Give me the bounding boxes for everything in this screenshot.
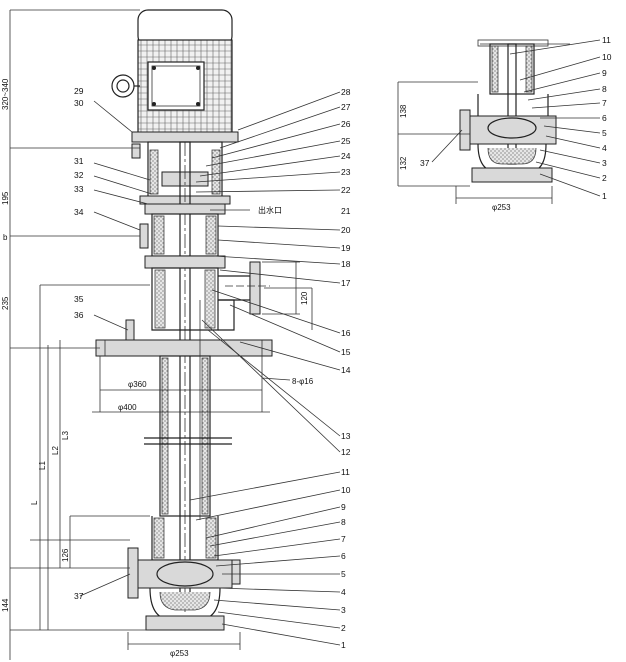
dim-letter-b: b — [3, 233, 8, 242]
dim-126: 126 — [61, 548, 70, 562]
dim-195: 195 — [1, 191, 10, 205]
outlet-dims — [262, 261, 313, 330]
dimension-lines-left — [9, 9, 150, 660]
callout-33: 33 — [74, 184, 84, 194]
callout-2: 2 — [341, 623, 346, 633]
callout-7: 7 — [341, 534, 346, 544]
detail-callout-2: 2 — [602, 173, 607, 183]
callout-23: 23 — [341, 167, 351, 177]
callout-11: 11 — [341, 467, 350, 477]
pump-body — [127, 516, 241, 631]
callout-10: 10 — [341, 485, 351, 495]
callout-12: 12 — [341, 447, 351, 457]
dim-outlet-120: 120 — [300, 291, 309, 305]
dim-flange-400: φ400 — [118, 403, 137, 412]
outlet-annotation: 出水口 — [258, 205, 282, 215]
dim-144: 144 — [1, 598, 10, 612]
seal-housing — [139, 203, 226, 269]
callout-8: 8 — [341, 517, 346, 527]
callout-26: 26 — [341, 119, 351, 129]
callout-21: 21 — [341, 206, 351, 216]
flange-dims — [92, 356, 270, 650]
dim-L2: L2 — [51, 446, 60, 455]
detail-callout-9: 9 — [602, 68, 607, 78]
callout-36: 36 — [74, 310, 84, 320]
dim-flange-360: φ360 — [128, 380, 147, 389]
callout-5: 5 — [341, 569, 346, 579]
callout-18: 18 — [341, 259, 351, 269]
callout-35: 35 — [74, 294, 84, 304]
main-view — [9, 9, 341, 660]
detail-dim-138: 138 — [399, 104, 408, 118]
callout-6: 6 — [341, 551, 346, 561]
dim-235: 235 — [1, 296, 10, 310]
callout-16: 16 — [341, 328, 351, 338]
callout-30: 30 — [74, 98, 84, 108]
dim-L3: L3 — [61, 431, 70, 440]
callout-3: 3 — [341, 605, 346, 615]
callout-28: 28 — [341, 87, 351, 97]
detail-dim-132: 132 — [399, 156, 408, 170]
callout-15: 15 — [341, 347, 351, 357]
callout-14: 14 — [341, 365, 351, 375]
lifting-eye — [111, 74, 140, 98]
callout-31: 31 — [74, 156, 84, 166]
callout-37: 37 — [74, 591, 84, 601]
callout-1: 1 — [341, 640, 346, 650]
detail-callout-11: 11 — [602, 35, 611, 45]
mounting-flange — [95, 319, 273, 357]
outlet-section — [151, 261, 270, 331]
dim-bolt-spec: 8-φ16 — [292, 377, 314, 386]
detail-callout-3: 3 — [602, 158, 607, 168]
callout-19: 19 — [341, 243, 351, 253]
detail-callout-4: 4 — [602, 143, 607, 153]
callout-27: 27 — [341, 102, 351, 112]
callout-32: 32 — [74, 170, 84, 180]
detail-callout-37: 37 — [420, 158, 430, 168]
detail-callout-10: 10 — [602, 52, 612, 62]
callout-29: 29 — [74, 86, 84, 96]
dim-base-dia: φ253 — [170, 649, 189, 658]
detail-base-dia: φ253 — [492, 203, 511, 212]
column-pipe — [144, 300, 232, 520]
detail-callout-7: 7 — [602, 98, 607, 108]
callout-24: 24 — [341, 151, 351, 161]
callout-20: 20 — [341, 225, 351, 235]
callout-22: 22 — [341, 185, 351, 195]
detail-callout-8: 8 — [602, 84, 607, 94]
leader-lines-right — [189, 91, 341, 646]
callout-13: 13 — [341, 431, 351, 441]
motor-stand — [131, 141, 231, 205]
leader-lines-left — [79, 100, 153, 597]
detail-callout-1: 1 — [602, 191, 607, 201]
callout-9: 9 — [341, 502, 346, 512]
callout-25: 25 — [341, 136, 351, 146]
detail-callout-5: 5 — [602, 128, 607, 138]
dim-L: L — [30, 500, 39, 505]
callout-34: 34 — [74, 207, 84, 217]
callout-4: 4 — [341, 587, 346, 597]
callout-17: 17 — [341, 278, 351, 288]
dim-motor-height: 320~340 — [1, 78, 10, 110]
motor — [131, 9, 239, 143]
detail-view — [397, 39, 601, 204]
detail-callout-6: 6 — [602, 113, 607, 123]
dim-L1: L1 — [38, 461, 47, 470]
